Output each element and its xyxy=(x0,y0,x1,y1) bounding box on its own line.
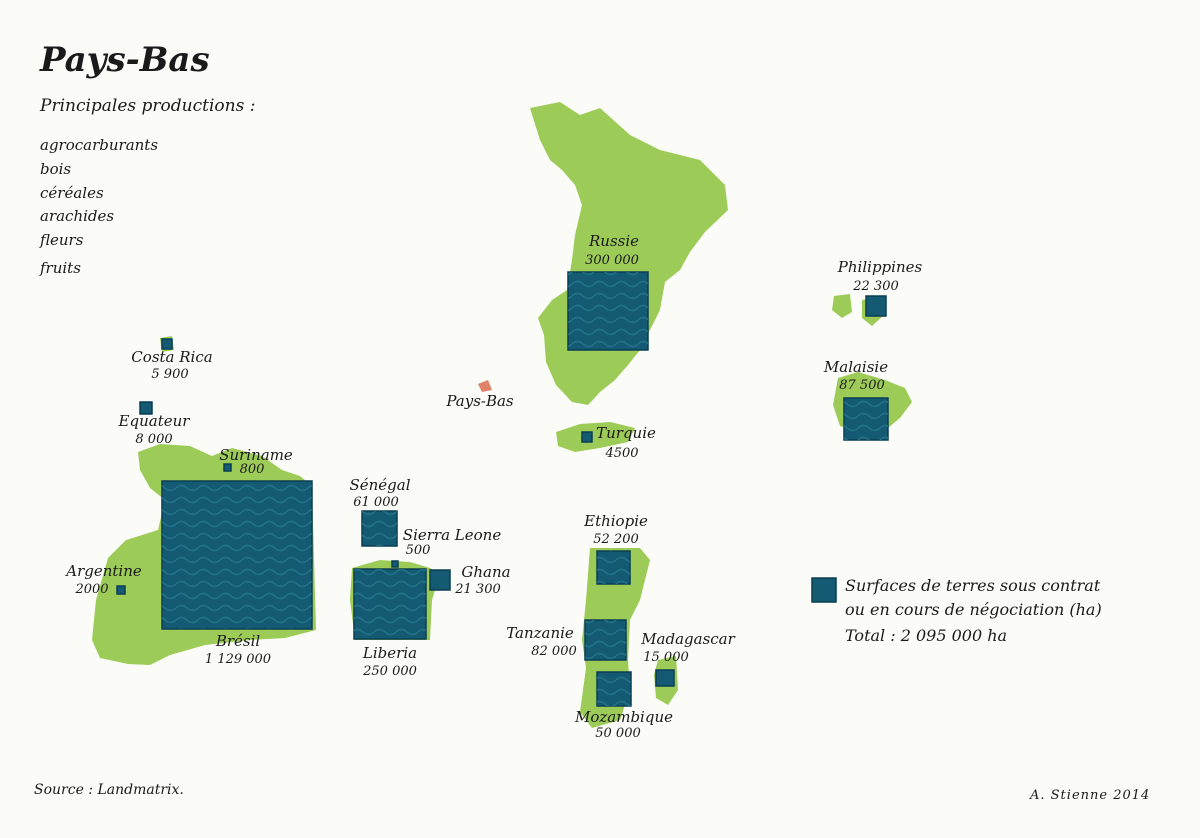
square-tanzanie xyxy=(584,619,627,661)
country-label-sierra-leone: Sierra Leone xyxy=(402,526,502,544)
production-item: fruits xyxy=(40,259,81,277)
square-philippines xyxy=(865,295,887,317)
square-texture xyxy=(162,481,312,629)
square-liberia xyxy=(353,568,427,640)
country-label-mozambique: Mozambique xyxy=(575,708,673,726)
square-bresil xyxy=(161,480,313,630)
legend-line-2: ou en cours de négociation (ha) xyxy=(845,600,1102,619)
source-note: Source : Landmatrix. xyxy=(34,782,184,798)
country-value-madagascar: 15 000 xyxy=(643,650,689,665)
square-mozambique xyxy=(596,671,632,707)
author-credit: A. Stienne 2014 xyxy=(1030,788,1151,803)
country-label-turquie: Turquie xyxy=(596,424,656,442)
country-value-mozambique: 50 000 xyxy=(595,726,641,741)
square-texture xyxy=(585,620,626,660)
country-value-tanzanie: 82 000 xyxy=(531,644,577,659)
production-item: bois xyxy=(40,160,72,178)
country-label-madagascar: Madagascar xyxy=(641,630,735,648)
production-item: fleurs xyxy=(40,231,84,249)
legend-line-1: Surfaces de terres sous contrat xyxy=(845,576,1101,595)
square-turquie xyxy=(581,431,593,443)
country-value-ethiopie: 52 200 xyxy=(593,532,639,547)
country-value-russie: 300 000 xyxy=(585,253,639,268)
country-value-malaisie: 87 500 xyxy=(839,378,885,393)
home-country-label: Pays-Bas xyxy=(446,392,514,410)
country-label-ghana: Ghana xyxy=(461,563,511,581)
country-value-bresil: 1 129 000 xyxy=(204,652,272,667)
country-value-liberia: 250 000 xyxy=(363,664,417,679)
square-madagascar xyxy=(655,669,675,687)
turkey-landmass xyxy=(556,422,635,452)
country-value-costa-rica: 5 900 xyxy=(151,367,189,382)
production-item: arachides xyxy=(40,207,115,225)
country-label-bresil: Brésil xyxy=(215,632,261,650)
country-value-equateur: 8 000 xyxy=(135,432,173,447)
square-russie xyxy=(567,271,649,351)
production-item: céréales xyxy=(40,184,104,202)
country-label-liberia: Liberia xyxy=(362,644,418,662)
square-texture xyxy=(597,551,630,584)
country-label-argentine: Argentine xyxy=(66,562,142,580)
country-value-suriname: 800 xyxy=(239,462,265,477)
country-label-suriname: Suriname xyxy=(219,446,293,464)
legend-swatch xyxy=(811,577,837,603)
map-title: Pays-Bas xyxy=(40,40,210,80)
legend-total: Total : 2 095 000 ha xyxy=(845,626,1008,645)
square-texture xyxy=(844,398,888,440)
surface-squares xyxy=(116,271,889,707)
square-sierra-leone xyxy=(391,560,399,568)
square-texture xyxy=(568,272,648,350)
country-value-argentine: 2000 xyxy=(75,582,109,597)
country-label-costa-rica: Costa Rica xyxy=(131,348,213,366)
country-label-tanzanie: Tanzanie xyxy=(506,624,574,642)
square-equateur xyxy=(139,401,153,415)
square-suriname xyxy=(223,463,232,472)
country-label-ethiopie: Ethiopie xyxy=(584,512,648,530)
country-label-malaisie: Malaisie xyxy=(823,358,889,376)
square-texture xyxy=(354,569,426,639)
pays-bas-landmass xyxy=(478,380,492,392)
square-malaisie xyxy=(843,397,889,441)
square-ethiopie xyxy=(596,550,631,585)
square-argentine xyxy=(116,585,126,595)
square-texture xyxy=(362,511,397,546)
country-value-sierra-leone: 500 xyxy=(405,543,431,558)
country-label-russie: Russie xyxy=(588,232,640,250)
square-senegal xyxy=(361,510,398,547)
country-value-senegal: 61 000 xyxy=(353,495,399,510)
square-ghana xyxy=(429,569,451,591)
country-label-equateur: Equateur xyxy=(118,412,190,430)
country-label-philippines: Philippines xyxy=(837,258,923,276)
production-item: agrocarburants xyxy=(40,136,159,154)
square-texture xyxy=(597,672,631,706)
country-value-ghana: 21 300 xyxy=(455,582,501,597)
country-label-senegal: Sénégal xyxy=(349,476,411,494)
square-costa-rica xyxy=(161,338,173,350)
country-value-turquie: 4500 xyxy=(605,446,639,461)
country-value-philippines: 22 300 xyxy=(853,279,899,294)
productions-heading: Principales productions : xyxy=(40,96,256,116)
